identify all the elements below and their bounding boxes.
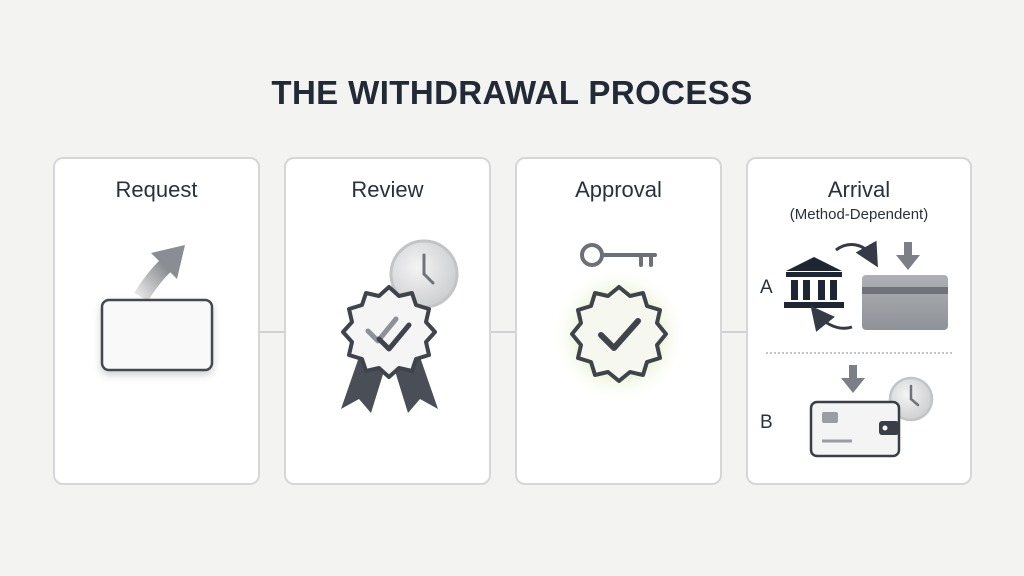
request-form-icon — [100, 298, 214, 372]
step-card-review: Review — [284, 157, 491, 485]
connector-line — [490, 331, 517, 333]
review-illustration — [341, 239, 459, 413]
option-letter-a: A — [760, 277, 773, 298]
key-icon — [580, 243, 657, 267]
down-arrow-icon — [841, 365, 865, 393]
step-card-arrival: Arrival (Method-Dependent) A B — [746, 157, 972, 485]
bank-card-icon — [862, 275, 948, 330]
wallet-icon — [809, 400, 901, 458]
double-check-icon — [365, 316, 412, 352]
step-title: Review — [351, 177, 424, 202]
circular-arrow-icon — [810, 305, 853, 332]
request-illustration — [100, 245, 214, 372]
connector-line — [259, 331, 286, 333]
clock-icon — [888, 376, 934, 422]
option-divider — [766, 352, 952, 354]
approval-badge-icon — [570, 285, 668, 383]
connector-line — [721, 331, 748, 333]
arrival-illustration — [784, 240, 948, 458]
page-title: THE WITHDRAWAL PROCESS — [271, 74, 753, 111]
down-arrow-icon — [896, 242, 920, 270]
step-title: Arrival — [827, 177, 891, 202]
circular-arrow-icon — [835, 240, 878, 268]
up-right-arrow-icon — [134, 245, 185, 302]
check-icon — [598, 318, 641, 351]
step-title: Request — [115, 177, 198, 202]
approval-badge-icon — [341, 285, 437, 379]
option-letter-b: B — [760, 412, 773, 433]
bank-icon — [784, 257, 844, 308]
step-card-request: Request — [53, 157, 260, 485]
approval-illustration — [551, 243, 687, 403]
step-subtitle: (Method-Dependent) — [789, 206, 929, 223]
step-title: Approval — [575, 177, 662, 202]
step-card-approval: Approval — [515, 157, 722, 485]
